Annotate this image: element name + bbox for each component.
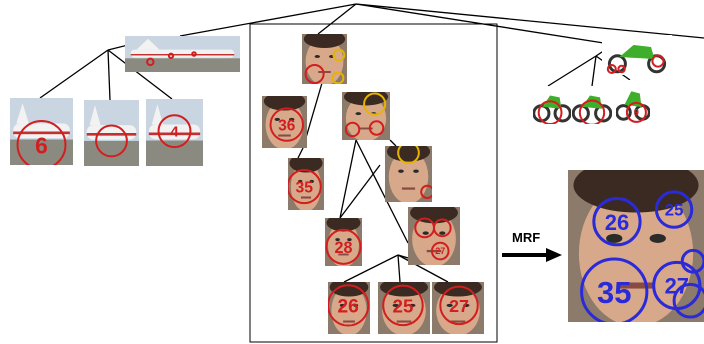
tree-edge [39, 49, 109, 99]
part-circle [580, 257, 649, 322]
part-circle [368, 120, 385, 136]
part-circle [433, 218, 452, 238]
airplane-thumbnail [125, 36, 240, 72]
airplane-thumbnail [84, 100, 139, 166]
part-circle [304, 64, 325, 84]
part-circle [420, 184, 432, 200]
part-circle [157, 114, 192, 149]
part-circle [592, 197, 642, 247]
part-label: 35 [295, 179, 313, 196]
part-circle [146, 57, 155, 67]
part-circle [325, 228, 362, 265]
part-circle [397, 146, 420, 165]
part-label: 27 [449, 296, 469, 316]
part-circle [606, 64, 617, 74]
tree-edge [355, 3, 611, 45]
tree-edge [547, 55, 597, 87]
face-thumbnail [302, 34, 347, 84]
part-circle [651, 54, 665, 68]
mrf-arrow-icon [502, 248, 562, 262]
part-circle [578, 99, 606, 124]
part-circle [617, 64, 626, 74]
motorbike-thumbnail: 9 [616, 80, 650, 125]
part-circle [537, 100, 563, 124]
airplane-thumbnail: 4 [146, 99, 203, 166]
tree-edge [355, 139, 409, 244]
part-circle [680, 248, 704, 274]
part-label: 26 [605, 210, 629, 235]
part-label: 9 [634, 108, 639, 118]
face-thumbnail: 36 [262, 96, 307, 148]
tree-edge [591, 55, 597, 87]
part-label: 28 [335, 239, 353, 257]
face-cluster-box [249, 23, 498, 343]
face-thumbnail: 26 [328, 282, 370, 334]
tree-edge [397, 254, 449, 283]
airplane-thumbnail: 6 [10, 98, 73, 165]
part-circle [363, 92, 387, 116]
face-thumbnail: 28 [325, 218, 362, 266]
face-thumbnail: 25 [378, 282, 430, 334]
part-circle [331, 71, 345, 84]
tree-edge [397, 254, 401, 283]
motorbike-thumbnail [533, 86, 571, 124]
tree-edge [317, 3, 357, 35]
tree-edge [343, 254, 399, 283]
part-label: 6 [35, 132, 48, 158]
part-circle [439, 285, 479, 326]
tree-edge [339, 139, 357, 219]
part-label: 35 [597, 275, 631, 310]
part-circle [191, 51, 197, 57]
part-circle [288, 169, 322, 205]
part-circle [654, 190, 694, 229]
tree-edge [355, 3, 704, 39]
part-circle [332, 48, 346, 62]
motorbike-thumbnail [572, 86, 612, 124]
motorbike-thumbnail [602, 35, 672, 75]
face-thumbnail: 35 [288, 158, 324, 210]
tree-edge [107, 49, 173, 100]
part-label: 25 [393, 295, 414, 316]
part-label: 25 [665, 201, 684, 220]
face-thumbnail: 27 [408, 207, 460, 265]
face-thumbnail: 27 [432, 282, 484, 334]
mrf-label: MRF [512, 230, 541, 245]
part-circle [625, 101, 647, 123]
tree-edge [389, 139, 397, 147]
part-label: 4 [170, 124, 179, 141]
part-circle [672, 282, 704, 319]
tree-edge [179, 3, 357, 37]
part-circle [344, 121, 361, 138]
part-circle [167, 52, 175, 59]
face-thumbnail [342, 92, 390, 140]
part-circle [328, 284, 370, 327]
part-label: 26 [338, 296, 359, 317]
part-circle [269, 107, 304, 142]
part-label: 36 [278, 117, 295, 134]
part-circle [16, 119, 67, 165]
tree-edge [339, 164, 381, 219]
part-circle [95, 124, 128, 158]
part-circle [382, 284, 424, 327]
part-label: 27 [435, 246, 445, 256]
face-thumbnail [385, 146, 432, 202]
part-circle [430, 241, 450, 261]
tree-edge [297, 147, 304, 159]
tree-edge [107, 49, 111, 101]
